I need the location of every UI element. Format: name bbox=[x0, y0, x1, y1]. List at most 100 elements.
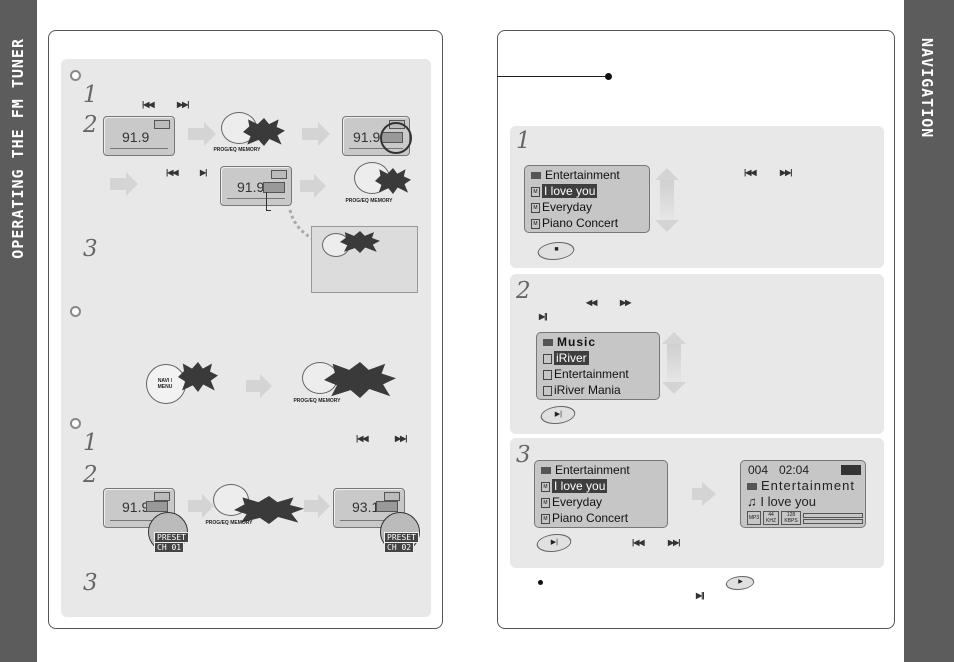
button-label: PROG/EQ MEMORY bbox=[345, 198, 393, 204]
level-bar bbox=[803, 519, 863, 524]
button-icon bbox=[322, 233, 350, 257]
press-burst-icon bbox=[340, 231, 380, 253]
tuner-scale bbox=[349, 145, 403, 149]
up-arrow-icon bbox=[655, 168, 679, 180]
lcd-display: 93.1 bbox=[333, 488, 405, 528]
arrow-icon bbox=[246, 380, 260, 392]
down-arrow-icon bbox=[662, 382, 686, 394]
battery-icon bbox=[154, 492, 170, 501]
step-number: 1 bbox=[83, 430, 98, 456]
menu-item[interactable]: iRiver Mania bbox=[543, 383, 621, 397]
arrow-icon bbox=[702, 482, 716, 506]
arrow-icon bbox=[204, 122, 216, 146]
step-number: 3 bbox=[83, 236, 98, 262]
step-number: 2 bbox=[83, 462, 98, 488]
arrow-icon bbox=[202, 494, 214, 518]
play-pause-icon: ▶|| bbox=[696, 591, 705, 600]
arrow-icon bbox=[188, 500, 202, 512]
sidebar-title: NAVIGATION bbox=[918, 38, 936, 139]
now-playing-display: 004 02:04 Entertainment ♫ I love you MP3… bbox=[740, 460, 866, 528]
channel-badge: CH 01 bbox=[154, 542, 185, 553]
arrow-icon bbox=[110, 178, 126, 190]
menu-folder: Music bbox=[543, 335, 596, 349]
memory-icon bbox=[376, 501, 398, 512]
level-bar bbox=[803, 513, 863, 518]
next-skip-icon: ▶▶| bbox=[177, 100, 190, 109]
folder-tree-icon bbox=[543, 369, 552, 380]
next-skip-icon: ▶▶ bbox=[620, 298, 631, 307]
prev-skip-icon: |◀◀ bbox=[142, 100, 155, 109]
folder-icon bbox=[541, 467, 551, 475]
arrow-icon bbox=[318, 494, 330, 518]
step-number: 2 bbox=[83, 112, 98, 138]
menu-item[interactable]: iRiver bbox=[543, 351, 589, 365]
tuner-scale bbox=[110, 145, 168, 149]
up-arrow-icon bbox=[662, 332, 686, 344]
down-arrow-icon bbox=[655, 220, 679, 232]
sidebar-title: OPERATING THE FM TUNER bbox=[9, 38, 27, 259]
play-pause-icon: ▶|| bbox=[539, 312, 548, 321]
music-file-icon: M bbox=[531, 218, 540, 229]
scroll-arrow bbox=[660, 180, 674, 220]
menu-folder: Entertainment bbox=[541, 463, 630, 477]
section-bullet bbox=[70, 70, 81, 81]
button-label: PROG/EQ MEMORY bbox=[293, 398, 341, 404]
tuner-scale bbox=[340, 517, 398, 521]
next-skip-icon: ▶▶| bbox=[780, 168, 793, 177]
battery-icon bbox=[154, 120, 170, 129]
music-file-icon: M bbox=[541, 497, 550, 508]
menu-display: Music iRiver Entertainment iRiver Mania bbox=[536, 332, 660, 400]
arrow-icon bbox=[188, 128, 204, 140]
arrow-icon bbox=[692, 488, 702, 500]
frequency: 93.1 bbox=[352, 499, 380, 515]
format-badge: MP3 bbox=[747, 511, 761, 525]
title-rule bbox=[497, 76, 609, 77]
arrow-icon bbox=[318, 122, 330, 146]
arrow-icon bbox=[260, 374, 272, 398]
note-bullet bbox=[538, 580, 543, 585]
rule-dot bbox=[605, 73, 612, 80]
frequency: 91.9 bbox=[353, 129, 381, 145]
music-file-icon: M bbox=[541, 513, 550, 524]
lcd-display: 91.9 bbox=[103, 116, 175, 156]
arrow-icon bbox=[126, 172, 138, 196]
section-bullet bbox=[70, 306, 81, 317]
play-time: 02:04 bbox=[779, 463, 810, 477]
step-number: 1 bbox=[83, 82, 98, 108]
inset-box bbox=[311, 226, 418, 293]
left-sidebar: OPERATING THE FM TUNER bbox=[0, 0, 37, 662]
battery-icon bbox=[271, 170, 287, 179]
step-number: 3 bbox=[83, 570, 98, 596]
menu-item[interactable]: Entertainment bbox=[543, 367, 629, 381]
memory-icon bbox=[263, 182, 285, 193]
highlight-circle bbox=[380, 122, 412, 154]
track-number: 004 bbox=[748, 463, 769, 477]
music-file-icon: M bbox=[541, 481, 550, 492]
song-title: ♫ I love you bbox=[747, 494, 817, 509]
prev-skip-icon: |◀◀ bbox=[744, 168, 757, 177]
battery-icon bbox=[841, 465, 861, 475]
scroll-arrow bbox=[667, 344, 681, 384]
arrow-icon bbox=[314, 174, 326, 198]
folder-icon bbox=[747, 483, 757, 491]
battery-icon bbox=[384, 492, 400, 501]
button-label: PROG/EQ MEMORY bbox=[213, 147, 261, 153]
button-label: PROG/EQ MEMORY bbox=[205, 520, 253, 526]
frequency: 91.9 bbox=[122, 129, 150, 145]
memory-icon bbox=[146, 501, 168, 512]
right-sidebar: NAVIGATION bbox=[904, 0, 954, 662]
section-bullet bbox=[70, 418, 81, 429]
folder-icon bbox=[543, 339, 553, 347]
button-label: NAVI / MENU bbox=[157, 378, 173, 390]
frequency: 91.9 bbox=[237, 179, 265, 195]
